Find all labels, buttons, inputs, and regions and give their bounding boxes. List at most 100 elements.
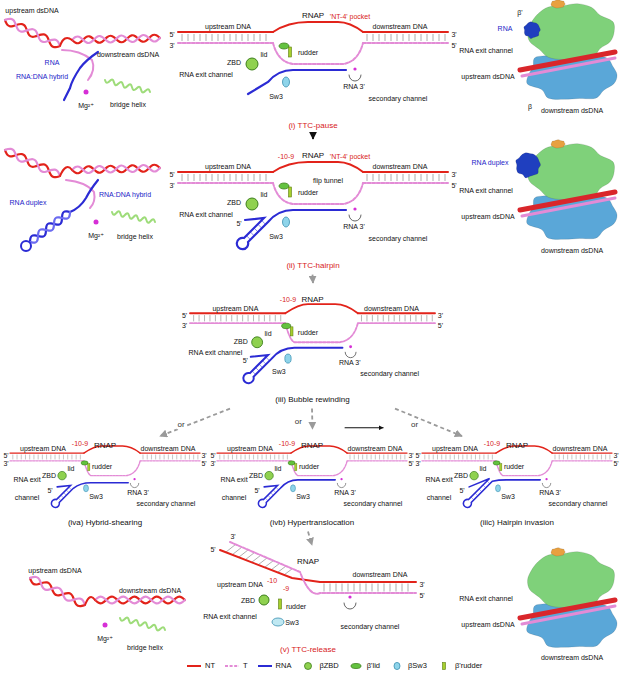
base-pair [563,455,564,460]
part-label: 5' [415,452,420,459]
base-pair [224,34,225,41]
rudder-domain [295,464,297,471]
t-strand [422,460,496,461]
part-label: 3' [182,314,187,332]
part-label: 5' [438,314,443,332]
part-label: 5' [451,34,456,52]
part-label: upstream DNA [205,155,251,173]
mg-ion [349,345,352,348]
part-label: RNA:DNA hybrid [99,183,151,201]
part-label: secondary channel [341,615,400,633]
part-label: upstream DNA [212,305,258,312]
nt-strand [285,304,358,313]
nt-strand [190,312,285,314]
enzyme-name: RNAP [506,441,528,450]
part-label: RNA exit channel [459,39,513,57]
part-label: -10-9 [279,440,295,447]
part-label: bridge helix [117,233,153,240]
part-label: RNA exit channel [459,179,513,197]
base-pair [284,569,292,575]
part-label: bridge helix [117,225,153,243]
base-pair [404,455,405,460]
base-pair [59,455,60,460]
base-pair [219,455,220,460]
base-pair [269,315,270,321]
part-label: 5' [419,584,424,602]
part-label: secondary channel [369,87,428,105]
rnap-ellipse: RNAP(v) TTC-release [200,548,416,657]
base-pair [360,584,361,592]
part-label: upstream dsDNA [461,65,514,83]
helix-strand [30,578,85,606]
base-pair [439,174,440,181]
part-label: downstream DNA [373,15,428,33]
part-label: RNA 3' [343,83,365,90]
legend-entry: β'rudder [436,662,482,670]
part-label: 5' [459,479,464,497]
base-pair [576,455,577,460]
part-label: ZBD [42,472,56,479]
part-label: secondary channel [344,492,403,510]
legend-shape [351,664,361,669]
base-pair [488,455,489,460]
part-label: secondary channel [137,500,196,507]
legend-line [225,665,239,667]
dna-density [520,192,615,210]
part-label: downstream dsDNA [541,99,603,117]
nt-strand [60,167,72,176]
part-label: 3' [230,533,235,540]
sigma-density [551,0,565,8]
beta-prime-density [527,144,614,200]
part-label: Sw3 [296,493,310,500]
base-pair [396,584,397,592]
part-label: downstream dsDNA [541,646,603,664]
base-pair [228,455,229,460]
base-pair [433,174,434,181]
base-pair [33,455,34,460]
base-pair [362,455,363,460]
part-label: RNA 3' [539,489,561,496]
enzyme-name: RNAP [301,434,323,452]
base-pair [71,455,72,460]
part-label: RNA exit channel [220,476,247,501]
enzyme-name: RNAP [94,434,116,452]
legend-sample [389,662,405,670]
part-label: 3' [169,42,174,49]
nt-strand [178,31,273,33]
cryo-em-map [520,548,617,648]
nt-strand [273,22,363,32]
base-pair [471,455,472,460]
part-label: Sw3 [89,493,103,500]
base-pair [467,455,468,460]
rnap-schematic [217,428,407,508]
panel-caption: (v) TTC-release [280,638,336,656]
part-label: RNA exit channel [189,349,243,356]
part-label: 3' [3,460,8,467]
part-label: RNA exit channel [203,605,257,623]
step-arrow [312,135,314,139]
part-label: Sw3 [269,233,283,240]
base-pair [388,315,389,321]
part-label: 5' [210,546,215,553]
part-label: 5' [169,31,174,38]
base-pair [254,174,255,181]
base-pair [142,455,143,460]
base-pair [415,174,416,181]
helix-strand [30,212,70,243]
base-pair [274,455,275,460]
part-label: upstream DNA [212,297,258,315]
base-pair [147,455,148,460]
part-label: upstream dsDNA [461,613,514,631]
rudder-domain [500,464,502,471]
base-pair [248,174,249,181]
panel-caption: (i) TTC-pause [288,121,337,130]
molecular-model [5,19,160,100]
step-arrow [311,409,313,429]
part-label: 3' [438,312,443,319]
part-label: RNA exit channel [189,341,243,359]
base-pair [609,455,610,460]
part-label: 5' [451,42,456,49]
part-label: upstream DNA [227,437,273,455]
part-label: β [528,103,532,110]
mg-ion [340,478,342,480]
